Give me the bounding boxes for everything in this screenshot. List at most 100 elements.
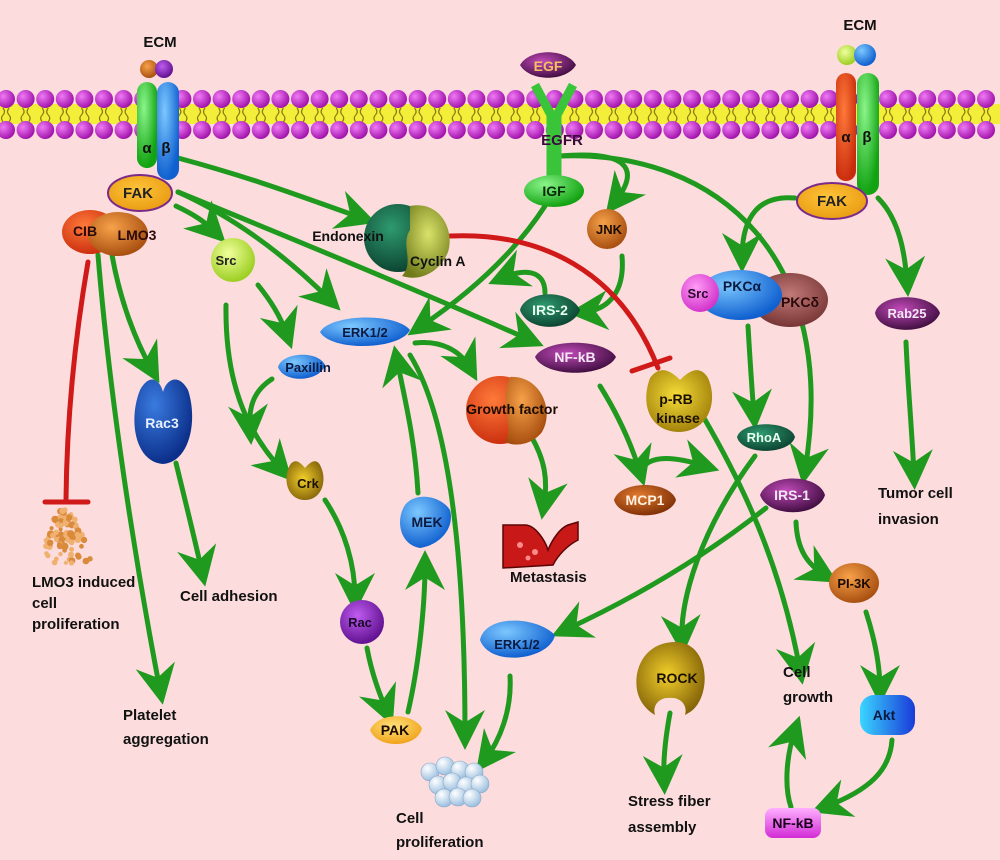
lipid-tail: [20, 107, 31, 123]
endonexin-cyclinA-complex[interactable]: Endonexin Cyclin A: [312, 204, 466, 278]
growth-factor-complex[interactable]: Growth factor: [466, 376, 558, 445]
akt-node[interactable]: Akt: [860, 695, 915, 735]
rac3-node[interactable]: Rac3: [134, 379, 193, 464]
irs1-label: IRS-1: [774, 487, 810, 503]
arrow-irs1-to-pi3k: [793, 519, 838, 583]
lipid-tail: [236, 107, 247, 123]
lipid-tail: [530, 107, 541, 123]
lipid-head: [212, 90, 231, 108]
outcome-metastasis: Metastasis: [510, 569, 587, 586]
aggregate-particle: [58, 551, 63, 557]
lipid-head: [624, 90, 643, 108]
crk-node[interactable]: Crk: [286, 461, 324, 500]
lipid-tail: [412, 107, 423, 123]
paxillin-node[interactable]: Paxillin: [278, 354, 331, 379]
lipid-tail: [294, 107, 306, 123]
integrin-alpha-right: [836, 73, 856, 181]
growth-factor-label: Growth factor: [466, 401, 558, 417]
integrin-right[interactable]: α β: [836, 44, 879, 195]
fak-right-node[interactable]: FAK: [796, 182, 868, 220]
lipid-tail: [334, 107, 345, 123]
src-right-label: Src: [688, 286, 709, 301]
erk-bottom-node[interactable]: ERK1/2: [480, 620, 555, 658]
pi3k-node[interactable]: PI-3K: [829, 563, 879, 603]
nfkb-top-label: NF-kB: [554, 349, 595, 365]
lipid-tail: [118, 107, 129, 123]
jnk-node[interactable]: JNK: [587, 209, 627, 249]
prb-kinase-node[interactable]: p-RB kinase: [646, 370, 713, 432]
lipid-head: [722, 121, 741, 139]
fak-left-node[interactable]: FAK: [107, 174, 173, 212]
nfkb-bottom-node[interactable]: NF-kB: [765, 808, 821, 838]
aggregate-particle: [67, 530, 75, 538]
lipid-head: [36, 121, 55, 139]
paxillin-label: Paxillin: [285, 360, 331, 375]
membrane-inner-heads: [0, 121, 995, 139]
aggregate-particle: [50, 532, 56, 539]
arrow-irs2-to-erk: [488, 249, 548, 296]
lipid-head: [879, 121, 897, 139]
lipid-head: [898, 121, 917, 139]
inhibit-cib-to-lmo3prolif: [63, 259, 91, 503]
aggregate-particle: [62, 547, 67, 553]
aggregate-particle: [87, 556, 93, 562]
lipid-head: [487, 121, 505, 139]
rhoa-node[interactable]: RhoA: [737, 424, 795, 451]
egf-ligand[interactable]: EGF: [520, 52, 576, 78]
irs2-label: IRS-2: [532, 302, 568, 318]
integrin-alpha-left: [137, 82, 157, 168]
nfkb-top-node[interactable]: NF-kB: [535, 342, 616, 373]
lipid-head: [212, 121, 231, 139]
rac-node[interactable]: Rac: [340, 600, 384, 644]
arrow-rhoa-to-rock: [660, 453, 758, 655]
lipid-tail: [392, 107, 404, 123]
mek-label: MEK: [411, 514, 442, 530]
integrin-beta-left: [157, 82, 179, 180]
lipid-tail: [745, 107, 756, 123]
igf-label: IGF: [542, 183, 566, 199]
aggregate-particle: [79, 543, 84, 549]
lipid-tail: [667, 107, 678, 123]
rab25-label: Rab25: [887, 306, 926, 321]
arrow-nfkb-to-mcp1: [597, 383, 652, 487]
irs1-node[interactable]: IRS-1: [760, 478, 825, 513]
mcp1-node[interactable]: MCP1: [614, 485, 676, 516]
rab25-node[interactable]: Rab25: [875, 297, 940, 330]
integrin-left[interactable]: α β: [137, 60, 179, 180]
lipid-head: [800, 90, 819, 108]
lipid-head: [0, 90, 15, 108]
aggregate-particle: [69, 546, 75, 552]
arrow-cib-to-platelet: [95, 252, 175, 705]
lipid-head: [55, 121, 74, 139]
arrow-fak-right-to-pkc: [722, 195, 798, 273]
lipid-head: [193, 90, 211, 108]
lipid-head: [330, 121, 349, 139]
rock-label: ROCK: [656, 670, 697, 686]
cyclinA-label: Cyclin A: [410, 253, 466, 269]
lipid-head: [977, 121, 995, 139]
arrow-rac-to-pak: [358, 645, 396, 726]
ecm-ligand-orange: [140, 60, 158, 78]
igf-node[interactable]: IGF: [524, 175, 584, 207]
lipid-tail: [784, 107, 796, 123]
mek-node[interactable]: MEK: [400, 496, 451, 548]
lipid-head: [467, 121, 486, 139]
cib-label: CIB: [73, 223, 97, 239]
ecm-label-left: ECM: [143, 34, 176, 51]
pak-node[interactable]: PAK: [370, 716, 422, 745]
src-left-node[interactable]: Src: [211, 238, 255, 282]
cib-lmo3-complex[interactable]: CIB LMO3: [62, 210, 157, 256]
metastasis-vessel-icon: [502, 520, 579, 569]
irs2-node[interactable]: IRS-2: [520, 294, 580, 327]
lipid-head: [408, 90, 427, 108]
lipid-head: [781, 90, 799, 108]
lipid-head: [0, 121, 15, 139]
cell-sphere: [470, 774, 490, 794]
rock-node[interactable]: ROCK: [636, 642, 705, 715]
outcome-stress-fiber-assembly: Stress fiber assembly: [628, 793, 715, 836]
aggregate-particle: [53, 536, 60, 543]
erk-top-node[interactable]: ERK1/2: [320, 317, 410, 347]
cell-sphere: [462, 788, 482, 808]
pkc-complex[interactable]: Src PKCα PKCδ: [681, 270, 828, 327]
